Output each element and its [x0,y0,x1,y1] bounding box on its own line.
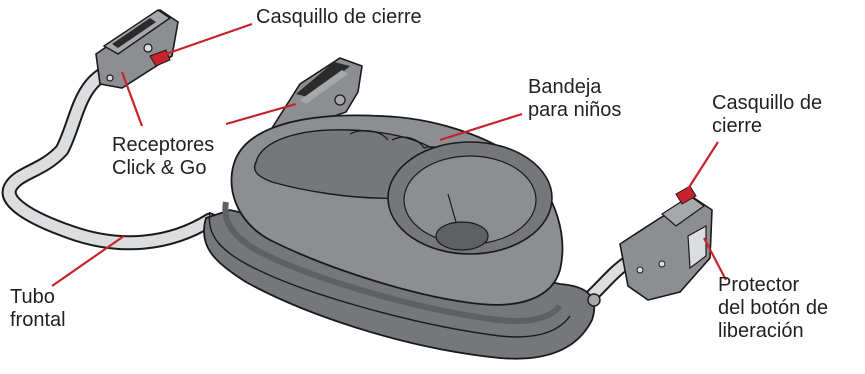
front-tube-left [1,60,218,251]
leader-lines [51,22,727,287]
middle-receptor [270,57,363,129]
label-casquillo-right-line2: cierre [712,115,763,137]
leader-receptores-a [120,71,144,127]
label-receptores-line2: Click & Go [112,157,207,179]
label-receptores: Receptores Click & Go [112,134,214,180]
leader-protector [703,237,727,281]
child-tray [203,114,601,360]
label-casquillo-right-line1: Casquillo de [712,92,823,114]
label-bandeja-line2: para niños [528,99,622,121]
label-protector-line3: liberación [718,320,804,342]
label-bandeja-line1: Bandeja [528,76,602,98]
label-tubo-line1: Tubo [10,286,55,308]
label-protector-line2: del botón de [718,297,829,319]
leader-tubo [51,235,125,287]
label-protector-line1: Protector [718,274,800,296]
leader-casquillo-top [165,22,253,56]
label-casquillo-top: Casquillo de cierre [256,6,422,28]
leader-bandeja [439,112,523,142]
left-receptor [95,9,179,89]
label-receptores-line1: Receptores [112,134,215,156]
label-tubo: Tubo frontal [10,286,66,332]
right-receptor [619,185,713,301]
leader-casquillo-right [685,141,719,193]
label-casquillo-right: Casquillo de cierre [712,92,822,138]
label-tubo-line2: frontal [10,309,66,331]
leader-receptores-b [225,102,297,126]
label-bandeja: Bandeja para niños [528,76,621,122]
label-protector: Protector del botón de liberación [718,274,828,343]
